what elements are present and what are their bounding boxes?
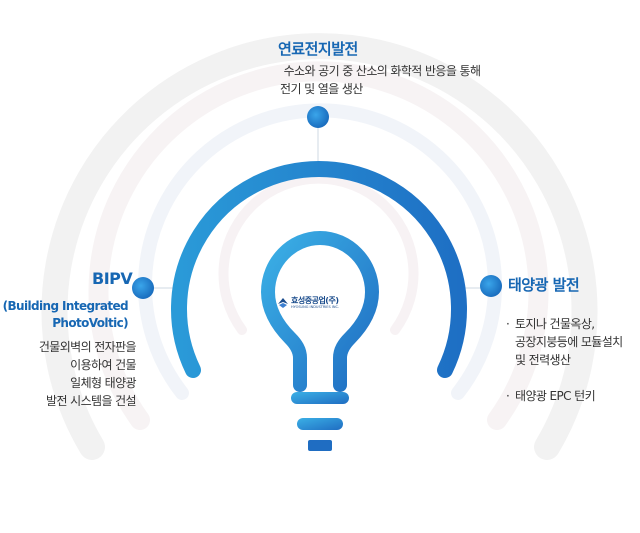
node-top: [307, 106, 329, 128]
logo-korean-name: 효성중공업(주): [291, 295, 339, 305]
node-right: [480, 275, 502, 297]
main-arc: [171, 160, 467, 378]
left-node-line: 발전 시스템을 건설: [46, 394, 137, 408]
left-node-line: 건물외벽의 전자판을: [38, 340, 137, 354]
left-node-description: 건물외벽의 전자판을 이용하여 건물 일체형 태양광 발전 시스템을 건설: [0, 338, 137, 410]
company-logo: 효성중공업(주) HYOSUNG INDUSTRIES INC.: [278, 291, 358, 315]
bulb-base-bar-2: [297, 418, 343, 430]
top-node-line: 전기 및 열을 생산: [280, 82, 363, 96]
logo-english-name: HYOSUNG INDUSTRIES INC.: [291, 304, 340, 309]
second-ring: [88, 61, 549, 430]
top-node-line: 수소와 공기 중 산소의 화학적 반응을 통해: [283, 64, 481, 78]
top-node-description: 수소와 공기 중 산소의 화학적 반응을 통해 전기 및 열을 생산: [254, 62, 510, 98]
top-node-title: 연료전지발전: [278, 40, 358, 58]
right-node-title: 태양광 발전: [508, 276, 580, 294]
node-left: [132, 277, 154, 299]
right-node-bullet: 태양광 EPC 턴키: [506, 387, 623, 405]
left-node-subtitle-line: PhotoVoltic): [52, 316, 128, 330]
left-node-title: BIPV: [92, 269, 133, 288]
bulb-outline: [261, 231, 379, 392]
inner-ring: [218, 173, 419, 335]
right-node-bullet: 토지나 건물옥상, 공장지붕등에 모듈설치 및 전력생산: [506, 315, 623, 369]
bulb-base-tip: [308, 440, 332, 451]
left-node-line: 일체형 태양광: [70, 376, 136, 390]
left-node-subtitle-line: (Building Integrated: [2, 299, 129, 313]
left-node-subtitle: (Building Integrated PhotoVoltic): [0, 298, 129, 332]
bulb-base-bar-1: [291, 392, 349, 404]
right-node-bullets: 토지나 건물옥상, 공장지붕등에 모듈설치 및 전력생산 태양광 EPC 턴키: [506, 297, 623, 423]
outer-ring: [41, 33, 598, 460]
left-node-line: 이용하여 건물: [70, 358, 136, 372]
logo-mark-icon: [278, 298, 288, 308]
